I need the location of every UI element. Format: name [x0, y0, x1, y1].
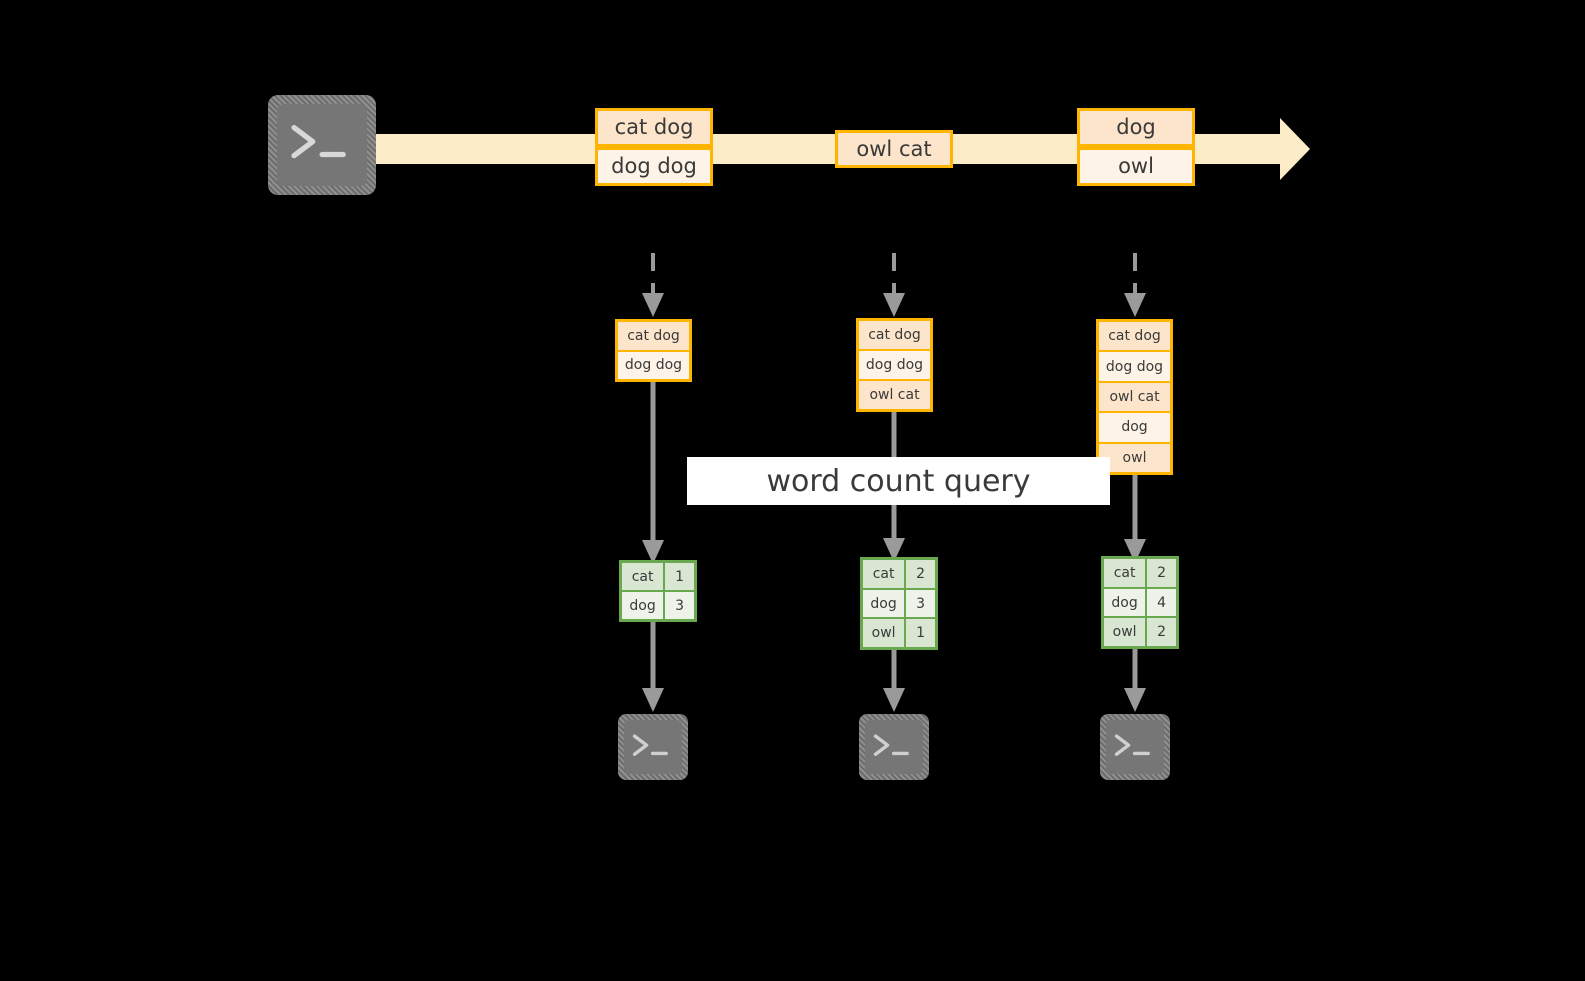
snapshot-1-input-table: cat dog dog dog: [615, 319, 692, 382]
table-row: dog 4: [1104, 588, 1176, 619]
result-word: cat: [863, 560, 907, 588]
terminal-screen: [277, 104, 367, 186]
result-count: 2: [1147, 618, 1176, 647]
table-row: cat dog: [859, 321, 930, 351]
table-row: dog: [1099, 413, 1170, 444]
result-word: cat: [622, 563, 666, 590]
result-count: 2: [1147, 559, 1176, 587]
terminal-prompt-icon: [1115, 734, 1151, 756]
terminal-screen: [1106, 720, 1164, 774]
result-count: 1: [665, 563, 694, 590]
table-row: owl: [1099, 443, 1170, 473]
snapshot-2-sink-connector-icon: [883, 650, 905, 712]
snapshot-1-result-table: cat 1 dog 3: [619, 560, 697, 622]
snapshot-1-sink-connector-icon: [642, 622, 664, 712]
snapshot-2-input-connector-icon: [883, 253, 905, 317]
snapshot-2-result-table: cat 2 dog 3 owl 1: [860, 557, 938, 650]
table-row: dog 3: [622, 592, 694, 619]
stream-event-2-line-1: owl cat: [835, 130, 953, 168]
result-count: 1: [906, 619, 935, 648]
snapshot-2-sink-terminal-icon: [859, 714, 929, 780]
source-terminal-icon: [268, 95, 376, 195]
snapshot-3-sink-connector-icon: [1124, 649, 1146, 712]
table-row: owl cat: [859, 381, 930, 409]
query-banner-label: word count query: [766, 463, 1031, 499]
stream-event-3-line-2: owl: [1077, 147, 1195, 186]
query-banner: word count query: [687, 457, 1110, 505]
result-count: 2: [906, 560, 935, 588]
terminal-prompt-icon: [291, 125, 346, 159]
table-row: owl 1: [863, 619, 935, 648]
table-row: owl cat: [1099, 382, 1170, 414]
snapshot-1-query-connector-icon: [642, 382, 664, 564]
result-word: owl: [1104, 618, 1148, 647]
stream-event-1-line-1: cat dog: [595, 108, 713, 147]
snapshot-3-input-connector-icon: [1124, 253, 1146, 317]
result-word: owl: [863, 619, 907, 648]
terminal-screen: [624, 720, 682, 774]
snapshot-3-sink-terminal-icon: [1100, 714, 1170, 780]
result-word: cat: [1104, 559, 1148, 587]
terminal-prompt-icon: [633, 734, 669, 756]
table-row: cat dog: [618, 322, 689, 352]
table-row: dog dog: [1099, 352, 1170, 383]
table-row: cat 2: [863, 560, 935, 590]
stream-event-3-line-1: dog: [1077, 108, 1195, 147]
snapshot-2-input-table: cat dog dog dog owl cat: [856, 318, 933, 412]
snapshot-3-query-connector-icon: [1124, 475, 1146, 563]
table-row: dog dog: [859, 351, 930, 381]
result-word: dog: [863, 589, 907, 618]
result-count: 3: [906, 589, 935, 618]
table-row: cat 1: [622, 563, 694, 592]
table-row: cat dog: [1099, 322, 1170, 353]
table-row: cat 2: [1104, 559, 1176, 589]
snapshot-3-input-table: cat dog dog dog owl cat dog owl: [1096, 319, 1173, 475]
result-count: 3: [665, 592, 694, 619]
table-row: dog dog: [618, 351, 689, 379]
terminal-prompt-icon: [874, 734, 910, 756]
snapshot-3-result-table: cat 2 dog 4 owl 2: [1101, 556, 1179, 649]
terminal-screen: [865, 720, 923, 774]
result-word: dog: [622, 592, 666, 619]
stream-event-1-line-2: dog dog: [595, 147, 713, 186]
snapshot-1-sink-terminal-icon: [618, 714, 688, 780]
table-row: dog 3: [863, 589, 935, 620]
result-word: dog: [1104, 588, 1148, 617]
snapshot-1-input-connector-icon: [642, 253, 664, 317]
table-row: owl 2: [1104, 618, 1176, 647]
result-count: 4: [1147, 588, 1176, 617]
stream-arrow-head: [1252, 118, 1310, 180]
